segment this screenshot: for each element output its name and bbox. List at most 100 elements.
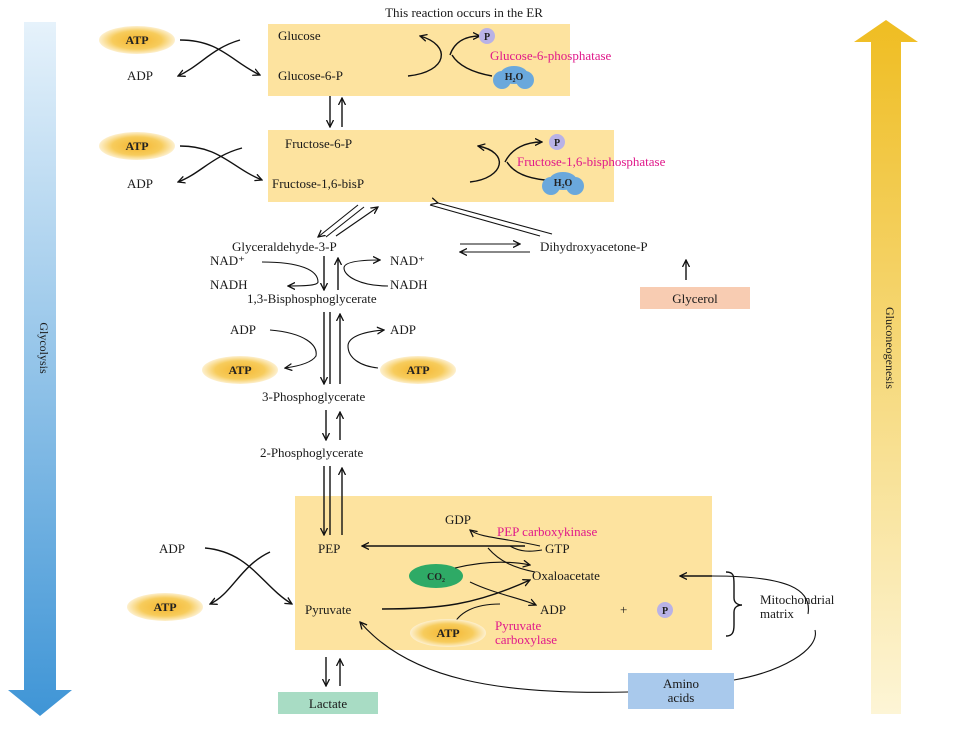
gdp-label: GDP xyxy=(445,512,471,527)
pyruvate-carboxylase-arc xyxy=(381,580,530,610)
oxaloacetate-label: Oxaloacetate xyxy=(532,568,600,583)
glucose-label: Glucose xyxy=(278,28,321,43)
mito-label-line1: Mitochondrial xyxy=(760,592,835,607)
fbpase-arc xyxy=(469,146,500,183)
pepck-gdp-arc xyxy=(470,530,541,547)
phosphate-label: P xyxy=(554,138,560,149)
atp-badge xyxy=(202,356,278,384)
aldolase-arrow-down-2 xyxy=(325,206,365,238)
phosphate-icon xyxy=(479,28,495,44)
f16bp-label: Fructose-1,6-bisP xyxy=(272,176,364,191)
mitochondrial-bracket xyxy=(725,571,743,637)
atp-label: ATP xyxy=(406,363,429,377)
mito-label-line2: matrix xyxy=(760,606,794,621)
nad-label-right: NAD⁺ xyxy=(390,253,425,268)
aldolase-to-dhap xyxy=(429,204,541,237)
water-molecule-icon xyxy=(542,172,584,195)
g6pase-arc-p xyxy=(449,36,480,56)
pyruvate-kinase-arc-atp xyxy=(210,551,271,604)
g6pase-water-arc xyxy=(451,54,493,77)
phosphate-label: P xyxy=(662,606,668,617)
water-molecule-icon xyxy=(493,66,534,89)
aldolase-arrow-up xyxy=(335,207,378,237)
atp-badge xyxy=(99,132,175,160)
pg3-label: 3-Phosphoglycerate xyxy=(262,389,365,404)
pepck-enzyme-label: PEP carboxykinase xyxy=(497,524,597,539)
atp-label: ATP xyxy=(228,363,251,377)
fbpase-arc-p xyxy=(504,142,542,163)
hexokinase-arc-adp xyxy=(178,39,241,76)
pg2-label: 2-Phosphoglycerate xyxy=(260,445,363,460)
nadh-label-left: NADH xyxy=(210,277,248,292)
adp-label: ADP xyxy=(230,322,256,337)
glycolysis-direction-arrow xyxy=(8,22,72,716)
atp-label: ATP xyxy=(125,33,148,47)
atp-label: ATP xyxy=(153,600,176,614)
amino-acids-label-line1: Amino xyxy=(663,676,699,691)
oaa-to-pep-arc xyxy=(487,547,536,573)
g3p-label: Glyceraldehyde-3-P xyxy=(232,239,337,254)
aldolase-to-dhap-2 xyxy=(438,203,553,235)
nad-label-left: NAD⁺ xyxy=(210,253,245,268)
atp-label: ATP xyxy=(436,626,459,640)
lactate-box xyxy=(278,692,378,714)
pgk-arc-left xyxy=(269,329,317,368)
adp-label: ADP xyxy=(540,602,566,617)
amino-to-oaa-curve xyxy=(733,629,816,681)
gluconeogenesis-label: Gluconeogenesis xyxy=(883,307,897,389)
phosphate-icon xyxy=(549,134,565,150)
g6p-label: Glucose-6-P xyxy=(278,68,343,83)
amino-acids-label-line2: acids xyxy=(668,690,695,705)
plus-sign: + xyxy=(620,602,627,617)
pepck-gtp-arc xyxy=(509,545,543,552)
bpg13-label: 1,3-Bisphosphoglycerate xyxy=(247,291,377,306)
aldolase-arrow-down xyxy=(318,204,359,237)
water-label: H₂O xyxy=(505,72,524,83)
glycerol-box xyxy=(640,287,750,309)
g6pase-enzyme-label: Glucose-6-phosphatase xyxy=(490,48,612,63)
lactate-label: Lactate xyxy=(309,696,347,711)
phosphate-label: P xyxy=(484,32,490,43)
adp-label: ADP xyxy=(127,176,153,191)
pyruvate-label: Pyruvate xyxy=(305,602,351,617)
fbpase-water-arc xyxy=(506,161,546,181)
atp-badge xyxy=(410,619,486,647)
nadh-label-right: NADH xyxy=(390,277,428,292)
co2-icon xyxy=(409,564,463,588)
adp-label: ADP xyxy=(390,322,416,337)
co2-from-oaa-arc xyxy=(469,581,536,605)
gapdh-nad-arc xyxy=(261,261,319,286)
dhap-label: Dihydroxyacetone-P xyxy=(540,239,648,254)
pfk-arc xyxy=(179,145,262,180)
atp-badge xyxy=(127,593,203,621)
pfk-arc-adp xyxy=(178,147,243,182)
adp-label: ADP xyxy=(159,541,185,556)
atp-label: ATP xyxy=(125,139,148,153)
g6pase-arc xyxy=(407,36,443,77)
atp-badge xyxy=(380,356,456,384)
gtp-label: GTP xyxy=(545,541,570,556)
mito-to-oaa-curve xyxy=(711,575,809,615)
glycerol-label: Glycerol xyxy=(672,291,718,306)
gapdh-nadh-arc xyxy=(343,260,389,287)
f6p-label: Fructose-6-P xyxy=(285,136,352,151)
header-note: This reaction occurs in the ER xyxy=(385,5,543,20)
phosphate-icon xyxy=(657,602,673,618)
fbpase-enzyme-label: Fructose-1,6-bisphosphatase xyxy=(517,154,666,169)
hexokinase-arc xyxy=(179,39,260,75)
amino-to-pyruvate-curve xyxy=(360,622,629,693)
pep-label: PEP xyxy=(318,541,340,556)
pc-enzyme-label-line1: Pyruvate xyxy=(495,618,541,633)
amino-acids-box xyxy=(628,673,734,709)
atp-badge xyxy=(99,26,175,54)
co2-to-oaa-arc xyxy=(454,562,530,569)
glycolysis-label: Glycolysis xyxy=(37,322,51,374)
gluconeogenesis-direction-arrow xyxy=(854,20,918,714)
pc-enzyme-label-line2: carboxylase xyxy=(495,632,557,647)
pyruvate-kinase-arc xyxy=(204,547,292,604)
adp-label: ADP xyxy=(127,68,153,83)
co2-label: CO₂ xyxy=(427,572,445,583)
water-label: H₂O xyxy=(554,178,573,189)
